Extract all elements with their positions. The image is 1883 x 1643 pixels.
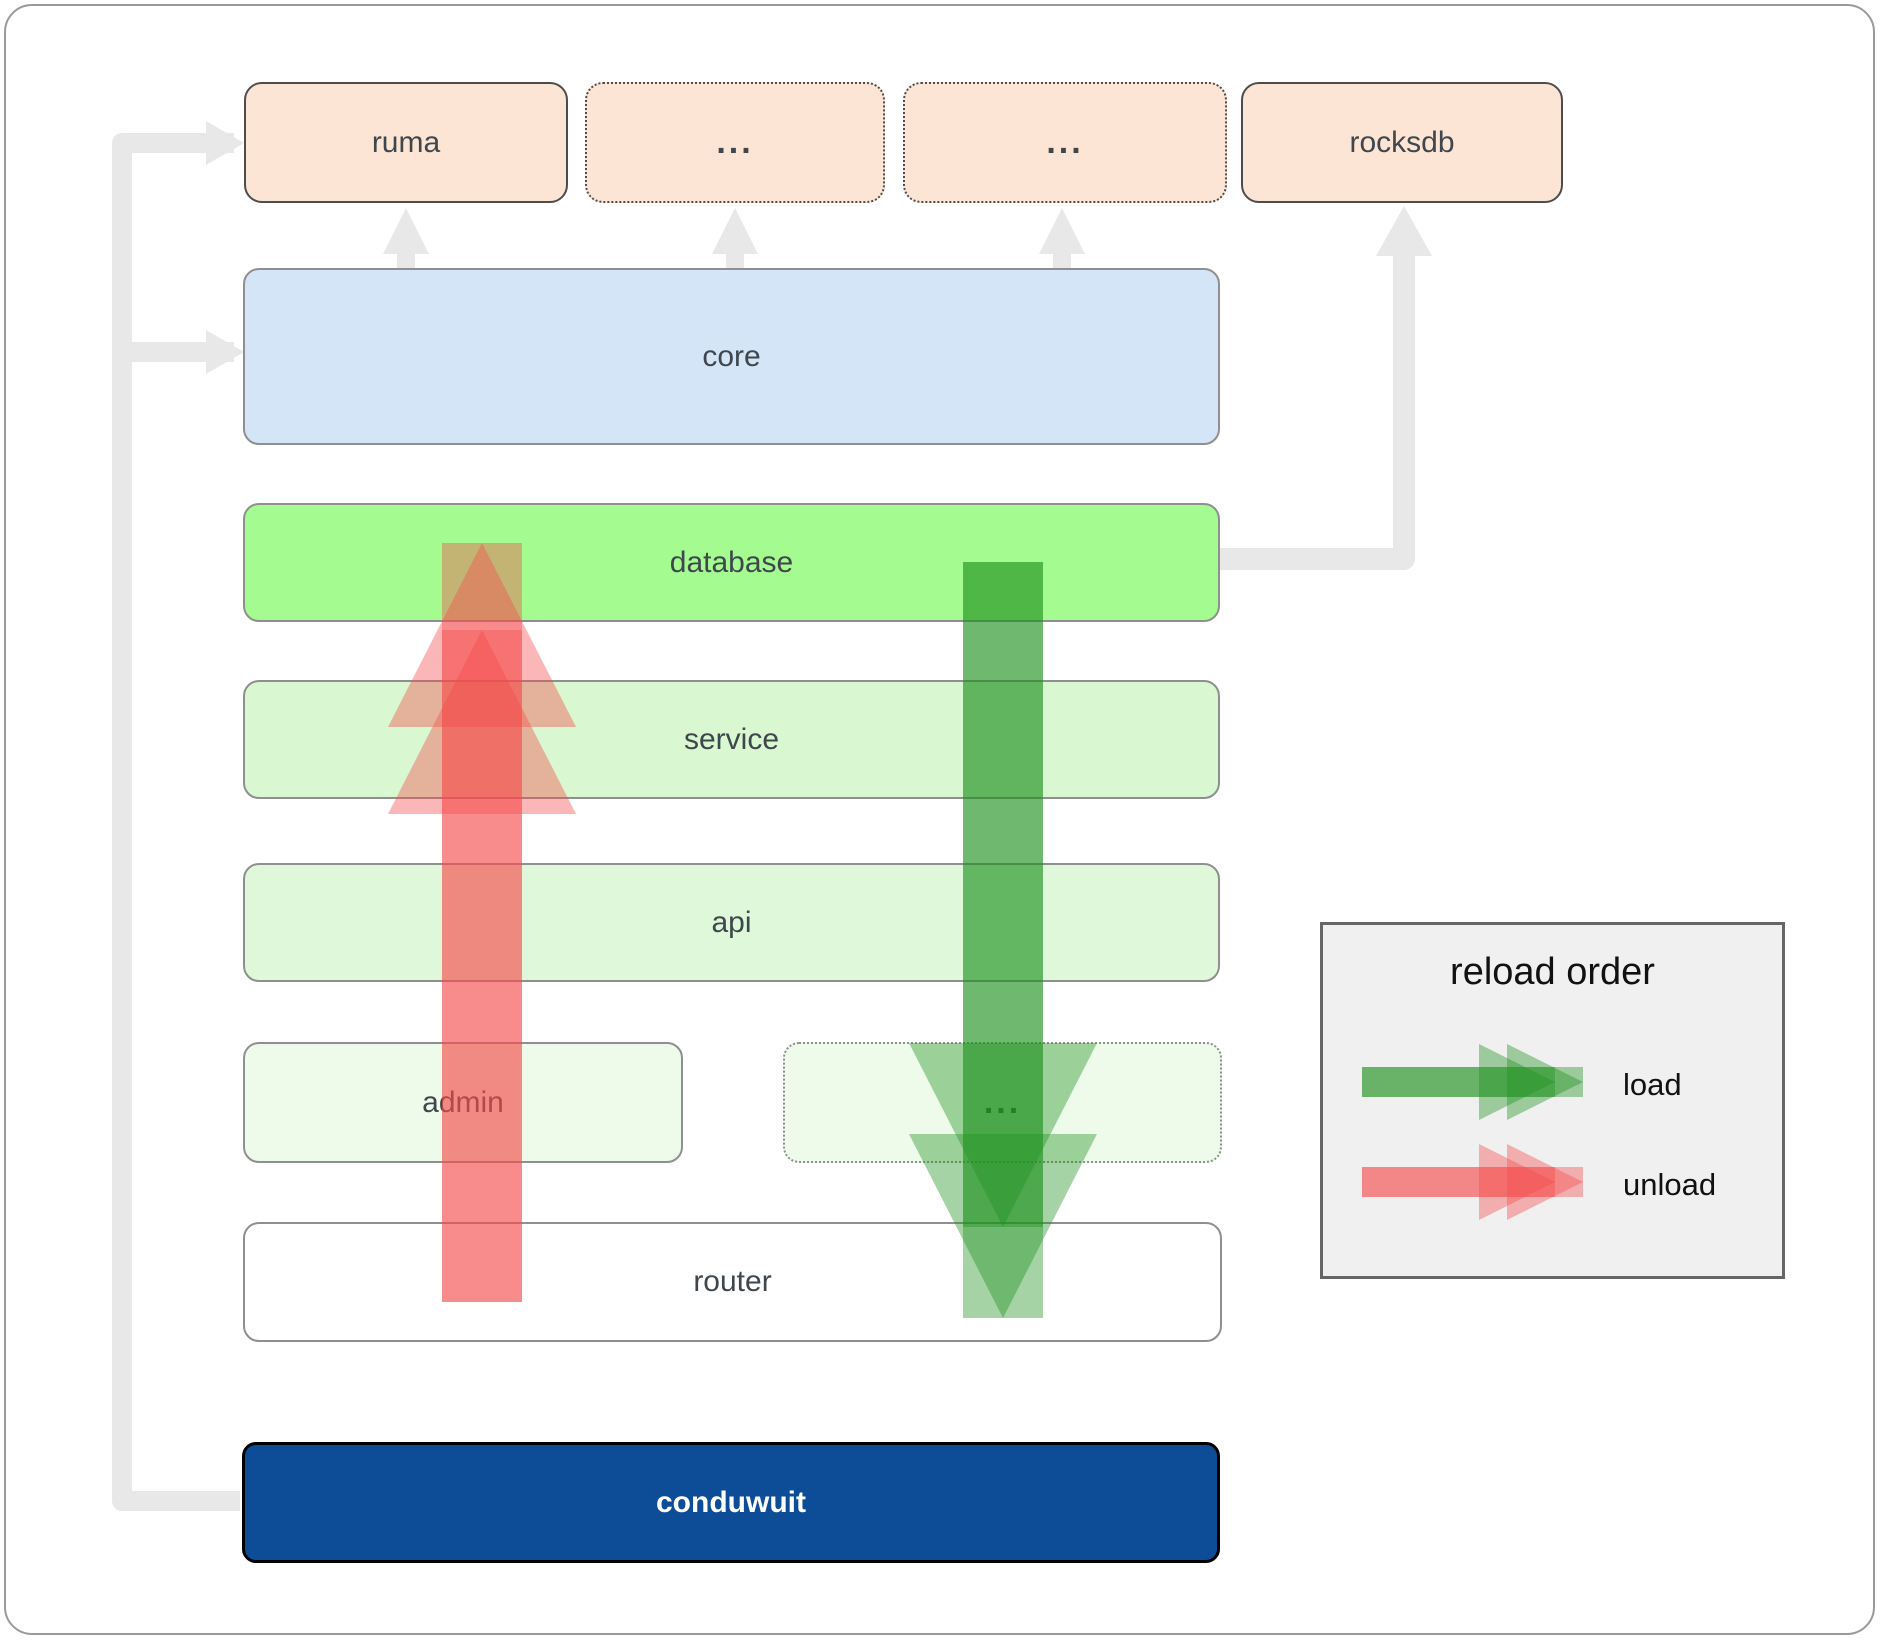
box-rocksdb-label: rocksdb bbox=[1349, 125, 1455, 159]
box-router-label: router bbox=[693, 1265, 772, 1298]
ruma-arrowhead-icon bbox=[206, 121, 244, 165]
diagram-outer-frame bbox=[4, 4, 1875, 1635]
box-core-label: core bbox=[702, 339, 761, 373]
box-service: service bbox=[243, 680, 1220, 799]
legend-load-label: load bbox=[1623, 1067, 1682, 1102]
legend-title: reload order bbox=[1450, 951, 1655, 993]
box-router: router bbox=[243, 1222, 1222, 1342]
core-to-crates-arrow-1 bbox=[712, 208, 758, 268]
box-core: core bbox=[243, 268, 1220, 445]
legend-unload-label: unload bbox=[1623, 1167, 1717, 1202]
box-rocksdb: rocksdb bbox=[1241, 82, 1563, 203]
box-services-more: ... bbox=[783, 1042, 1222, 1163]
box-database-label: database bbox=[669, 545, 794, 579]
box-conduwuit-label: conduwuit bbox=[656, 1485, 806, 1519]
box-database: database bbox=[243, 503, 1220, 622]
core-arrowhead-icon bbox=[206, 330, 244, 374]
box-conduwuit: conduwuit bbox=[242, 1442, 1220, 1563]
box-admin-label: admin bbox=[422, 1085, 504, 1119]
box-api: api bbox=[243, 863, 1220, 982]
box-crates-more-1-label: ... bbox=[716, 123, 754, 162]
conduwuit-to-core-connector bbox=[122, 330, 244, 374]
core-to-ruma-arrow bbox=[383, 208, 429, 268]
box-ruma: ruma bbox=[244, 82, 568, 203]
box-services-more-label: ... bbox=[983, 1083, 1022, 1122]
box-service-label: service bbox=[683, 722, 780, 756]
box-api-label: api bbox=[711, 905, 752, 939]
conduwuit-to-ruma-connector bbox=[112, 121, 244, 1511]
box-crates-more-1: ... bbox=[585, 82, 885, 203]
box-crates-more-2-label: ... bbox=[1046, 123, 1084, 162]
database-to-rocksdb-connector bbox=[1218, 206, 1432, 570]
core-to-crates-arrow-2 bbox=[1039, 208, 1085, 268]
box-admin: admin bbox=[243, 1042, 683, 1163]
legend-reload-order: reload order load unload bbox=[1320, 922, 1785, 1279]
rocksdb-arrowhead-icon bbox=[1376, 206, 1432, 256]
box-ruma-label: ruma bbox=[371, 125, 441, 159]
box-crates-more-2: ... bbox=[903, 82, 1227, 203]
